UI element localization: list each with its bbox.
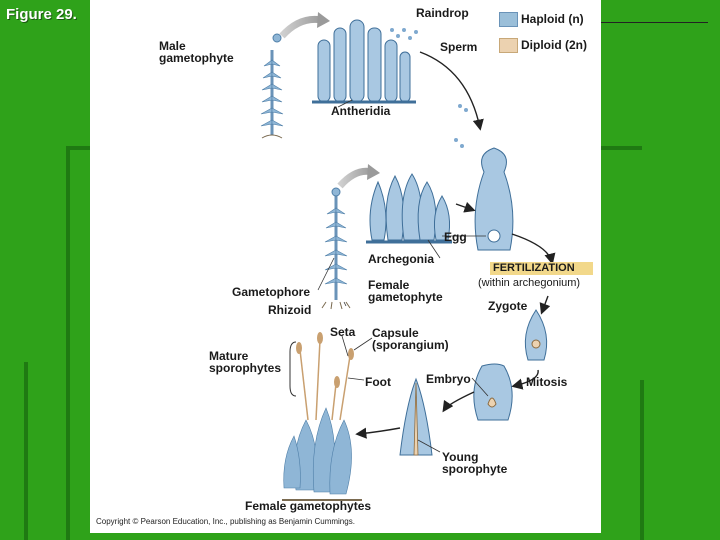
label-rhizoid: Rhizoid bbox=[268, 303, 311, 317]
label-egg: Egg bbox=[444, 230, 467, 244]
label-within-archegonium: (within archegonium) bbox=[478, 277, 580, 289]
male-gametophyte-illustration bbox=[261, 34, 283, 138]
label-zygote: Zygote bbox=[488, 299, 527, 313]
label-seta: Seta bbox=[330, 325, 355, 339]
label-mitosis: Mitosis bbox=[526, 375, 567, 389]
bracket bbox=[290, 342, 296, 396]
young-sporophyte-illustration bbox=[400, 379, 432, 455]
label-archegonia: Archegonia bbox=[368, 252, 434, 266]
archegonia-illustration bbox=[366, 174, 452, 242]
label-embryo: Embryo bbox=[426, 372, 471, 386]
label-male-gametophyte: Male gametophyte bbox=[159, 40, 234, 64]
gray-arrow-head bbox=[317, 12, 330, 28]
gray-arrow-head bbox=[367, 164, 380, 180]
label-foot: Foot bbox=[365, 375, 391, 389]
gray-arrow bbox=[282, 19, 322, 36]
mature-sporophytes-illustration bbox=[282, 332, 362, 500]
label-capsule: Capsule (sporangium) bbox=[372, 327, 449, 351]
antheridia-illustration bbox=[312, 20, 416, 102]
legend-diploid-swatch bbox=[499, 38, 518, 53]
legend-diploid-label: Diploid (2n) bbox=[521, 38, 587, 52]
copyright-notice: Copyright © Pearson Education, Inc., pub… bbox=[96, 517, 355, 526]
label-antheridia: Antheridia bbox=[331, 104, 390, 118]
zygote-illustration bbox=[525, 310, 546, 360]
label-female-gametophyte: Female gametophyte bbox=[368, 279, 443, 303]
female-gametophyte-illustration bbox=[322, 188, 350, 309]
fertilization-archegonium-illustration bbox=[475, 148, 513, 250]
legend-haploid-label: Haploid (n) bbox=[521, 12, 584, 26]
label-mature-sporophytes: Mature sporophytes bbox=[209, 350, 281, 374]
label-young-sporophyte: Young sporophyte bbox=[442, 451, 507, 475]
label-raindrop: Raindrop bbox=[416, 6, 469, 20]
label-female-gametophytes: Female gametophytes bbox=[245, 499, 371, 513]
embryo-illustration bbox=[474, 364, 512, 420]
label-sperm: Sperm bbox=[440, 40, 477, 54]
label-fertilization: FERTILIZATION bbox=[493, 262, 575, 274]
label-gametophore: Gametophore bbox=[232, 285, 310, 299]
legend-haploid-swatch bbox=[499, 12, 518, 27]
